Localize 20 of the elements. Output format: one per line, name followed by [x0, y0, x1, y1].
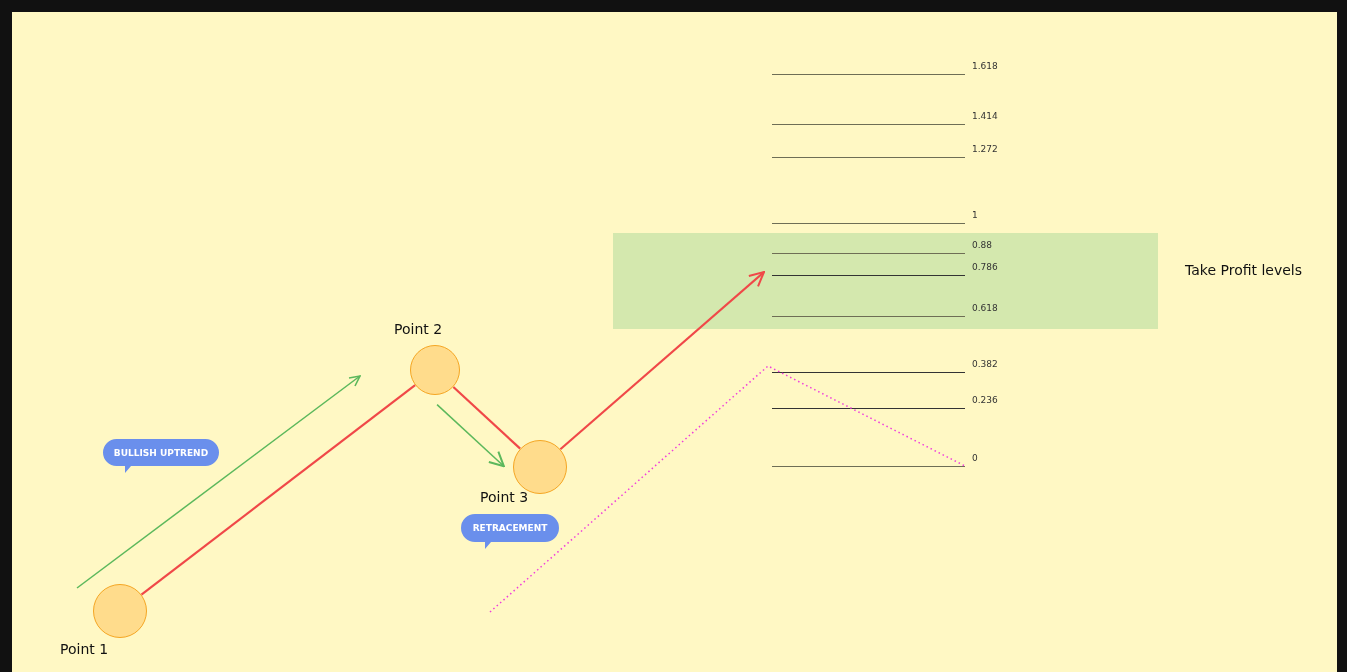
price-line: [140, 384, 416, 596]
level-value: 1.272: [972, 144, 998, 154]
arrow: [436, 403, 505, 468]
point-label: Point 3: [480, 489, 529, 505]
zone-label: Take Profit levels: [1185, 262, 1303, 278]
level-value: 1.414: [972, 111, 998, 121]
level-value: 0.618: [972, 303, 998, 313]
level-value: 0.236: [972, 395, 998, 405]
level-value: 1: [972, 210, 978, 220]
callout-label: RETRACEMENT: [471, 522, 549, 535]
level-value: 0.786: [972, 262, 998, 272]
point-label: Point 2: [394, 321, 443, 337]
price-line: [452, 386, 521, 450]
price-line: [559, 271, 765, 451]
callout-label: BULLISH UPTREND: [112, 446, 210, 460]
level-value: 0.382: [972, 359, 998, 369]
level-value: 1.618: [972, 61, 998, 71]
level-value: 0: [972, 453, 978, 463]
level-value: 0.88: [972, 240, 993, 250]
point-label: Point 1: [60, 641, 109, 657]
